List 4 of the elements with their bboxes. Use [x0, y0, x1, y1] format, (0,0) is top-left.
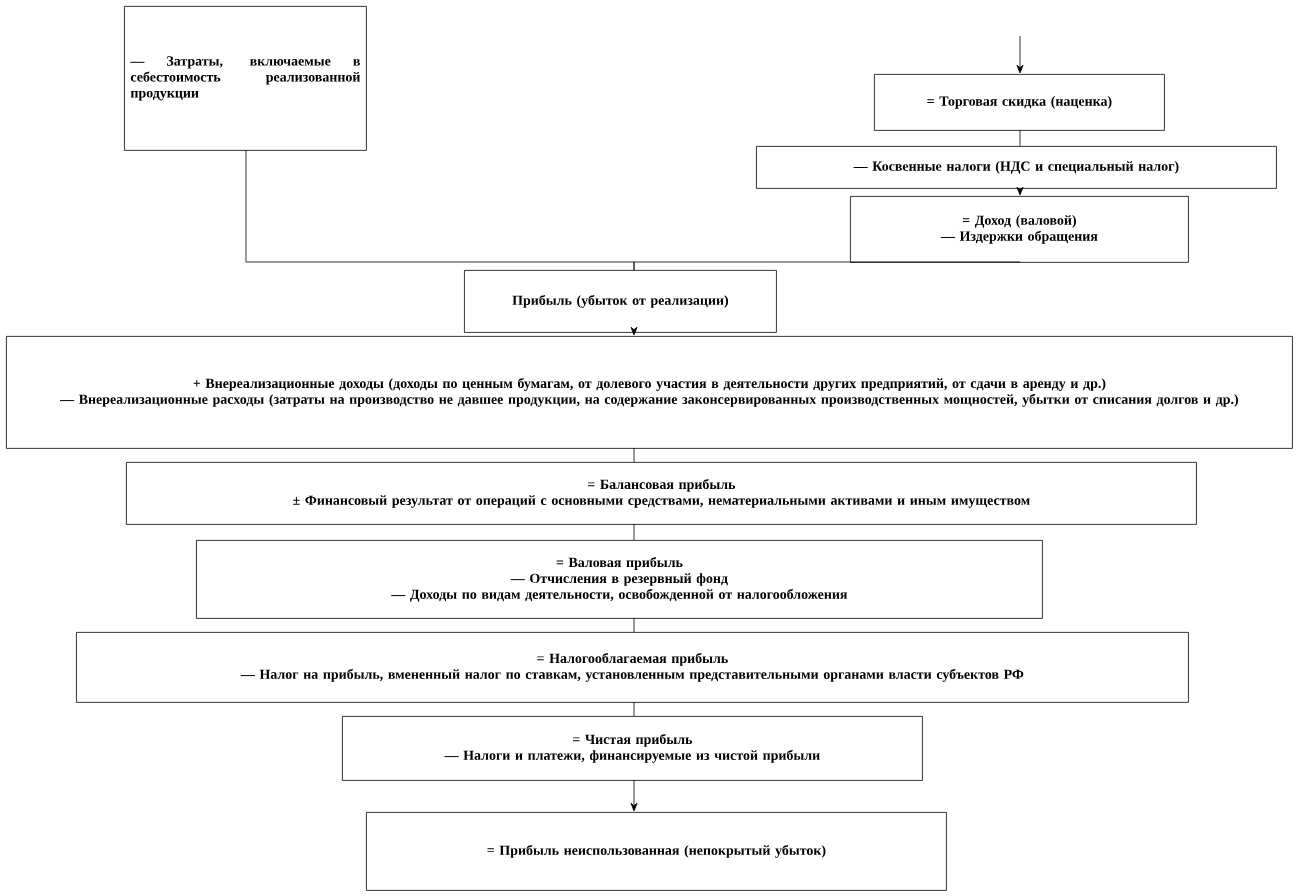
arrow	[630, 779, 638, 812]
arrow	[1016, 35, 1024, 74]
arrow	[1016, 186, 1024, 196]
arrow	[630, 326, 638, 336]
